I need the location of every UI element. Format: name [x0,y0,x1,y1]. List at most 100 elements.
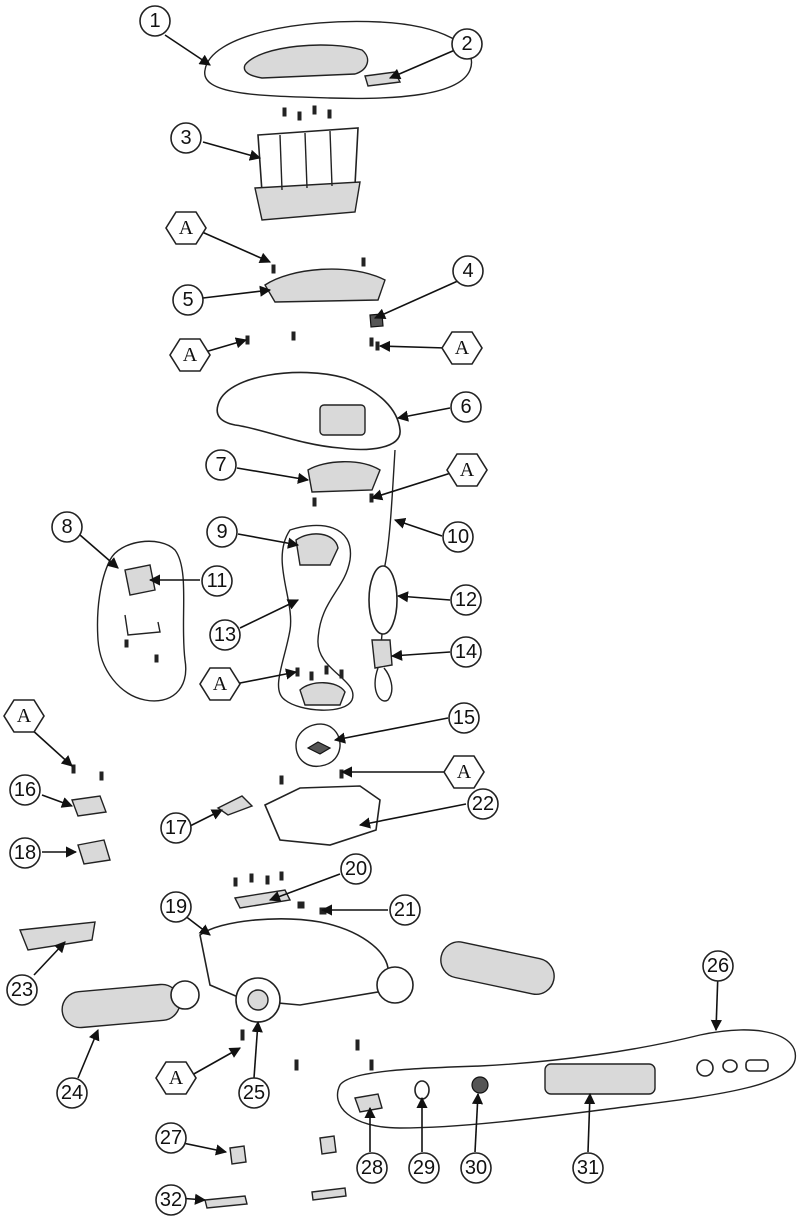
part-32 [204,1195,248,1209]
callout-13: 13 [209,619,241,651]
callout-23: 23 [6,974,38,1006]
group-outline-15 [295,723,341,767]
part-top-cover [243,44,369,79]
part-28 [354,1093,383,1113]
part-switch [124,564,156,596]
svg-text:27: 27 [160,1127,182,1149]
svg-text:15: 15 [453,707,475,729]
part-latch [364,71,402,87]
group-outline-1 [204,20,473,100]
callout-32: 32 [155,1184,187,1216]
svg-text:18: 18 [14,842,36,864]
callout-11: 11 [201,565,233,597]
svg-text:23: 23 [11,979,33,1001]
part-connector [371,639,393,669]
svg-text:17: 17 [165,817,187,839]
svg-text:6: 6 [460,396,471,418]
svg-text:A: A [457,761,472,783]
callout-14: 14 [450,636,482,668]
callout-21: 21 [389,894,421,926]
callout-27: 27 [155,1122,187,1154]
part-impeller [306,741,332,755]
svg-text:19: 19 [165,896,187,918]
callout-29: 29 [408,1152,440,1184]
callout-30: 30 [460,1152,492,1184]
part-motor-ring [299,682,346,706]
svg-text:A: A [169,1067,184,1089]
svg-text:5: 5 [182,289,193,311]
part-deflector [307,461,381,493]
part-20 [233,889,292,909]
svg-text:1: 1 [149,10,160,32]
svg-text:25: 25 [243,1082,265,1104]
svg-text:11: 11 [207,570,228,592]
part-29 [414,1080,430,1100]
callout-2: 2 [451,28,483,60]
svg-text:24: 24 [61,1082,83,1104]
callout-22: 22 [467,788,499,820]
callout-28: 28 [356,1152,388,1184]
group-outline-26 [336,1029,797,1129]
part-27 [229,1145,247,1165]
part-track-left [61,983,181,1029]
svg-text:A: A [17,705,32,727]
callout-9: 9 [206,516,238,548]
svg-text:A: A [213,673,228,695]
callout-12: 12 [450,584,482,616]
svg-text:13: 13 [214,624,236,646]
hex-callout-a: A [169,338,211,372]
part-16 [71,795,107,817]
part-impeller-cover [295,533,339,566]
svg-text:7: 7 [215,454,226,476]
svg-text:10: 10 [447,526,469,548]
callout-4: 4 [452,255,484,287]
part-17 [216,795,254,816]
group-outline-8 [96,540,187,702]
svg-text:A: A [179,217,194,239]
callout-17: 17 [160,812,192,844]
callout-5: 5 [172,284,204,316]
part-bracket [124,614,161,636]
hex-callout-a: A [3,699,45,733]
part-brush [544,1063,656,1095]
svg-text:32: 32 [160,1189,182,1211]
svg-text:30: 30 [465,1157,487,1179]
svg-text:A: A [455,337,470,359]
svg-text:22: 22 [472,793,494,815]
hex-callout-a: A [155,1061,197,1095]
callout-8: 8 [51,511,83,543]
callout-18: 18 [9,837,41,869]
callout-20: 20 [340,853,372,885]
callout-31: 31 [572,1152,604,1184]
group-outline-13 [277,524,354,711]
svg-text:31: 31 [577,1157,599,1179]
hex-callout-a: A [441,331,483,365]
svg-text:4: 4 [462,260,473,282]
svg-text:16: 16 [14,779,36,801]
svg-text:29: 29 [413,1157,435,1179]
svg-text:21: 21 [394,899,416,921]
svg-text:20: 20 [345,858,367,880]
part-filter-base [254,181,361,221]
part-30 [471,1076,489,1094]
svg-text:2: 2 [461,33,472,55]
callout-6: 6 [450,391,482,423]
svg-text:A: A [460,459,475,481]
svg-text:28: 28 [361,1157,383,1179]
part-23 [19,921,96,951]
part-motor-unit [263,785,381,846]
callout-25: 25 [238,1077,270,1109]
callout-15: 15 [448,702,480,734]
screws-row-1 [282,105,332,121]
hex-callout-a: A [199,667,241,701]
part-handle-housing [216,371,401,451]
svg-text:12: 12 [455,589,477,611]
callout-16: 16 [9,774,41,806]
callout-10: 10 [442,521,474,553]
part-18 [77,839,111,865]
svg-text:26: 26 [707,955,729,977]
svg-text:8: 8 [61,516,72,538]
hex-callout-a: A [443,755,485,789]
callout-19: 19 [160,891,192,923]
svg-text:3: 3 [180,127,191,149]
